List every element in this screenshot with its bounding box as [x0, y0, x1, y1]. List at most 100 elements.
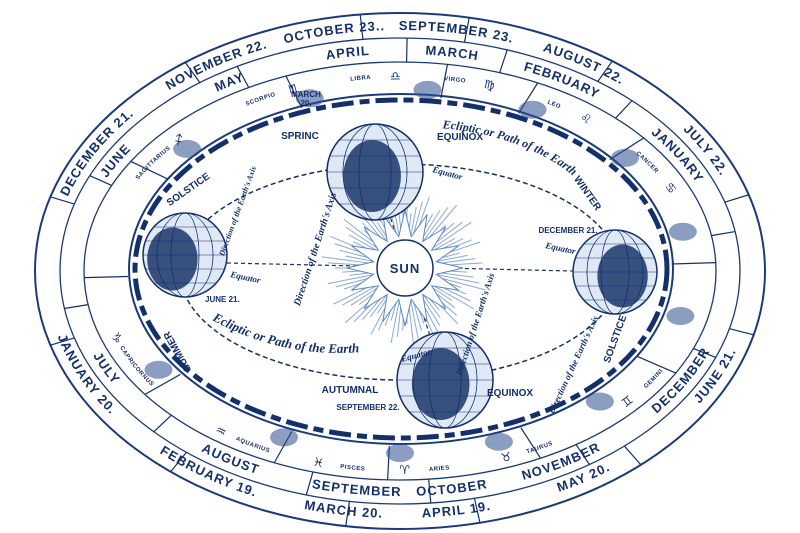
zodiac-divider	[130, 160, 169, 180]
zodiac-name: LEO	[547, 99, 562, 110]
autumn-date-label: SEPTEMBER 22.	[336, 403, 399, 412]
sun-ray	[369, 292, 389, 318]
sun-ray	[434, 254, 468, 263]
spring-label: SPRINC	[281, 131, 319, 142]
svg-text:♉: ♉	[499, 449, 513, 465]
zodiac-symbol: ♍	[483, 77, 496, 93]
zodiac-divider	[84, 275, 129, 279]
sun-ray	[421, 292, 441, 318]
earth-globes	[142, 123, 658, 429]
zodiac-divider	[440, 64, 449, 99]
winter-date-label: DECEMBER 21.	[538, 226, 597, 235]
zodiac-figure	[144, 360, 173, 379]
month-divider	[499, 49, 508, 73]
zodiac-figure	[666, 307, 695, 326]
zodiac-symbol: ♋	[662, 179, 680, 196]
globe-meridian	[586, 229, 644, 315]
zodiac-name: LIBRA	[350, 74, 371, 82]
zodiac-figure	[610, 148, 639, 167]
date-divider	[724, 194, 749, 203]
svg-text:SAGITTARIUS: SAGITTARIUS	[135, 145, 172, 181]
globe-meridian	[342, 123, 408, 221]
zodiac-divider	[671, 262, 716, 265]
sector-dividers	[50, 14, 754, 527]
date-divider	[50, 337, 75, 346]
globe-meridian	[156, 212, 214, 298]
zodiac-figure	[668, 222, 697, 241]
zodiac-name: CANCER	[635, 150, 659, 174]
zodiac-divider	[144, 373, 181, 395]
svg-text:GEMINI: GEMINI	[643, 368, 664, 390]
month-divider	[64, 304, 89, 310]
svg-text:LEO: LEO	[547, 99, 562, 110]
spring-date-label: MARCH	[291, 90, 321, 99]
sun-ray	[430, 283, 474, 310]
solstice-line	[184, 261, 616, 273]
autumnal-label: AUTUMNAL	[322, 385, 379, 396]
date-label: APRIL 19.	[421, 498, 491, 521]
zodiac-figure	[295, 89, 324, 108]
date-divider	[623, 445, 642, 466]
summer-solstice-label: SOLSTICE	[165, 171, 213, 209]
month-divider	[693, 347, 716, 358]
ecliptic-label: Ecliptic or Path of the Earth	[210, 309, 360, 356]
zodiac-figure	[386, 444, 414, 462]
svg-text:MARCH: MARCH	[425, 43, 480, 64]
zodiac-symbol: ♈	[399, 462, 410, 476]
outer-ring	[34, 12, 766, 530]
month-divider	[305, 471, 314, 496]
equator-label: Equator	[544, 240, 577, 256]
date-divider	[729, 328, 754, 336]
zodiac-figure	[173, 139, 202, 158]
month-divider	[428, 479, 432, 504]
zodiac-symbol: ♏	[287, 80, 301, 96]
month-label: MAY	[212, 69, 245, 95]
svg-text:APRIL: APRIL	[325, 43, 370, 63]
sun-ray	[409, 297, 419, 339]
globe-landmass	[411, 348, 470, 420]
date-divider	[50, 196, 75, 205]
globe-landmass	[597, 244, 648, 308]
zodiac-inner-edge	[128, 93, 674, 445]
axis-label: Direction of the Earth's Axis	[292, 191, 339, 308]
sun-ray	[350, 285, 382, 306]
zodiac-name: ARIES	[429, 465, 450, 473]
zodiac-figure	[484, 432, 513, 451]
svg-text:PISCES: PISCES	[340, 464, 366, 473]
svg-text:♒: ♒	[213, 422, 229, 439]
sun-ray	[428, 221, 472, 251]
month-divider	[153, 414, 172, 433]
date-divider	[597, 60, 613, 82]
zodiac-figure	[270, 428, 299, 447]
svg-text:APRIL 19.: APRIL 19.	[421, 498, 492, 521]
sun-ray	[434, 273, 480, 284]
zodiac-symbol: ♌	[578, 109, 594, 126]
spring-day-label: 20.	[300, 99, 311, 108]
date-divider	[359, 14, 364, 40]
zodiac-name: SCORPIO	[245, 92, 276, 108]
spring-equinox-label: EQUINOX	[437, 132, 483, 143]
summer-date-label: JUNE 21.	[205, 295, 240, 304]
month-zodiac-divider	[83, 61, 717, 481]
axis-label: Direction of the Earth's Axis	[217, 165, 258, 258]
date-divider	[184, 62, 201, 83]
svg-text:♓: ♓	[312, 454, 325, 470]
svg-text:♌: ♌	[578, 109, 594, 126]
zodiac-symbol: ♉	[499, 449, 513, 465]
month-label: MARCH	[425, 43, 479, 64]
svg-text:♏: ♏	[287, 80, 301, 96]
globe-landmass	[343, 140, 401, 212]
month-divider	[615, 100, 633, 119]
svg-text:♑: ♑	[108, 330, 125, 346]
svg-text:LIBRA: LIBRA	[350, 74, 371, 82]
zodiac-name: GEMINI	[643, 368, 664, 390]
zodiac-figures	[144, 80, 697, 462]
zodiac-figure	[585, 392, 614, 411]
sun-ray	[327, 273, 376, 285]
svg-text:♈: ♈	[399, 462, 410, 476]
sun-ray	[345, 255, 376, 263]
sun-ray	[409, 207, 417, 239]
svg-text:MAY: MAY	[212, 69, 246, 95]
svg-text:OCTOBER: OCTOBER	[416, 477, 489, 500]
